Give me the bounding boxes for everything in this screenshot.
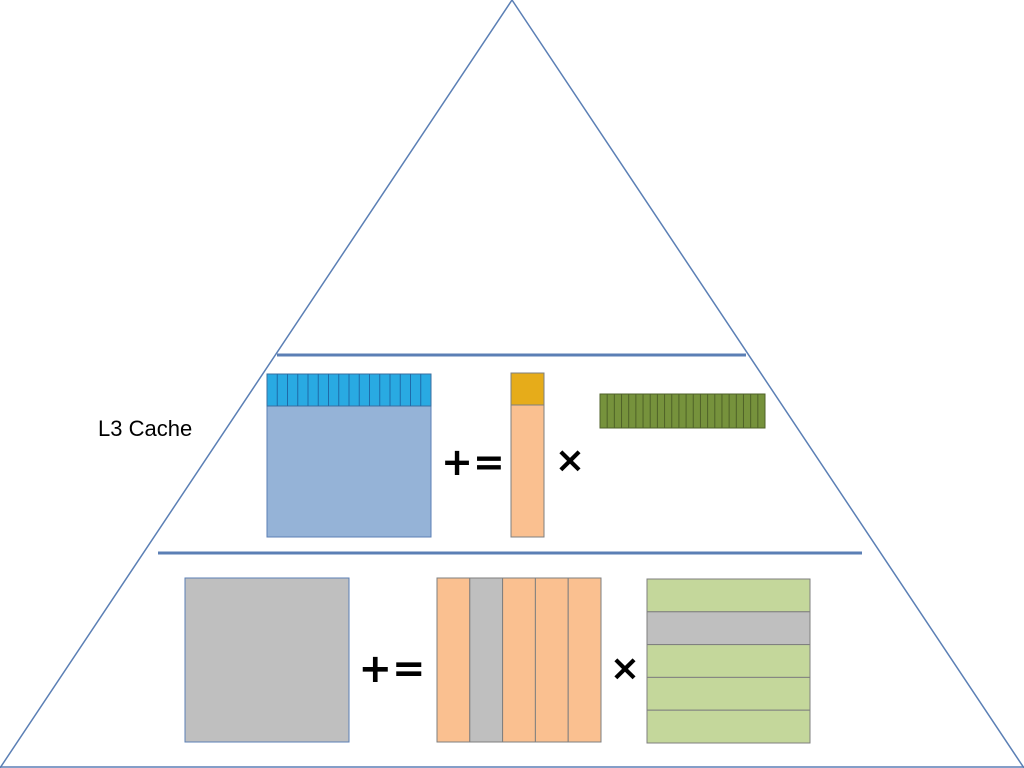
b-row xyxy=(599,393,766,429)
b-row-frame xyxy=(599,393,766,429)
b-panel-row xyxy=(646,676,811,711)
l3-cache-label: L3 Cache xyxy=(98,416,193,441)
b-panel-row xyxy=(646,644,811,678)
b-panel xyxy=(646,578,811,744)
plus-equals-operator-l3: += xyxy=(441,440,505,484)
times-operator-l3: × xyxy=(555,440,585,481)
c-block xyxy=(266,405,432,538)
a-element xyxy=(510,372,545,406)
a-column xyxy=(510,404,545,538)
times-operator-bottom: × xyxy=(610,648,640,689)
plus-equals-text-bottom: += xyxy=(358,646,425,692)
a-panel-column xyxy=(469,577,504,743)
b-panel-row xyxy=(646,611,811,646)
a-panel-column xyxy=(502,577,536,743)
a-panel-column xyxy=(436,577,471,743)
a-panel xyxy=(436,577,602,743)
b-panel-row xyxy=(646,578,811,613)
b-panel-row xyxy=(646,709,811,744)
a-panel-column xyxy=(567,577,602,743)
a-panel-column xyxy=(534,577,569,743)
plus-equals-text-l3: += xyxy=(441,440,505,484)
c-row-strip xyxy=(266,373,432,407)
c-panel-gray xyxy=(184,577,350,743)
